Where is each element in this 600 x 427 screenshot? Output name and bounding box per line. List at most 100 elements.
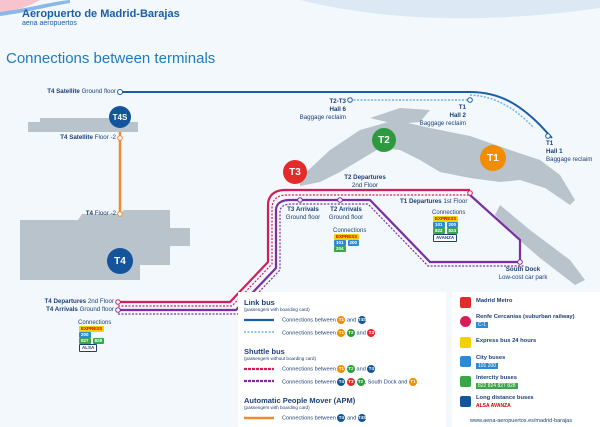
legend-long-distance: Long distance buses bbox=[476, 395, 534, 401]
t4-wing bbox=[130, 232, 190, 246]
stop-t2t3-hall bbox=[347, 97, 353, 103]
label-t1-departures: T1 Departures 1st Floor bbox=[400, 198, 468, 205]
stop-t4-floor bbox=[117, 211, 123, 217]
chip-824: 824 bbox=[446, 228, 459, 234]
brand-subtitle: aena aeropuertos bbox=[22, 20, 77, 27]
t3-badge: T3 bbox=[283, 160, 307, 184]
legend-intercity: Intercity buses bbox=[476, 375, 517, 381]
legend-metro: Madrid Metro bbox=[476, 298, 513, 304]
legend-routes: Link bus (passengers with boarding card)… bbox=[238, 292, 446, 427]
legend-link-subtitle: (passengers with boarding card) bbox=[244, 307, 310, 312]
legend-renfe: Renfe Cercanías (suburban railway) bbox=[476, 314, 575, 320]
legend-shuttle-swatches bbox=[244, 367, 274, 383]
shuttle-purple-route bbox=[118, 194, 522, 312]
label-t4s-floor: T4 Satellite Floor -2 bbox=[60, 134, 116, 141]
legend-express: Express bus 24 hours bbox=[476, 338, 537, 344]
legend-link-row1: Connections between T1 and T4S bbox=[282, 316, 367, 324]
chip-200: 200 bbox=[446, 222, 459, 228]
legend-city: City buses bbox=[476, 355, 506, 361]
express-bus-icon bbox=[460, 337, 471, 348]
chip-avanza: AVANZA bbox=[433, 234, 458, 242]
chip-204-t2: 204 bbox=[334, 246, 346, 252]
link-bus-route bbox=[120, 91, 553, 139]
south-pier bbox=[495, 205, 585, 285]
legend-shuttle-row1: Connections between T1 T2 and T4 bbox=[282, 365, 376, 373]
t2-pier bbox=[370, 108, 430, 124]
legend-link-title: Link bus bbox=[244, 298, 275, 307]
label-t4s-ground: T4 Satellite Ground floor bbox=[47, 88, 116, 95]
chip-200-t4: 200 bbox=[79, 332, 91, 338]
city-bus-icon bbox=[460, 356, 471, 367]
legend-shuttle-row2: Connections between T4 T3 T2, South Dock… bbox=[282, 378, 417, 386]
header-swoosh bbox=[300, 0, 600, 19]
label-t4-departures: T4 Departures 2nd Floor bbox=[44, 298, 114, 305]
t4s-building bbox=[28, 122, 138, 132]
t1-t2-t3-building bbox=[300, 120, 575, 205]
legend-link-swatches bbox=[244, 318, 274, 333]
chip-828-t4: 828 bbox=[92, 338, 105, 344]
stop-t4s-floor bbox=[117, 135, 123, 141]
connections-t2-label: Connections bbox=[333, 228, 367, 234]
stop-south-dock bbox=[517, 259, 523, 265]
chip-express-t4: EXPRESS bbox=[79, 326, 105, 332]
connections-t1-label: Connections bbox=[432, 210, 466, 216]
connections-t4-label: Connections bbox=[78, 320, 112, 326]
chip-alsa-t4: ALSA bbox=[79, 344, 98, 352]
stop-t4-departures bbox=[115, 299, 121, 305]
stop-t4-arrivals bbox=[115, 307, 121, 313]
t1-badge: T1 bbox=[480, 145, 506, 171]
brand-title: Aeropuerto de Madrid-Barajas bbox=[22, 8, 180, 20]
chip-express-t2: EXPRESS bbox=[334, 234, 360, 240]
legend-link-row2: Connections between T1 T2 and T3 bbox=[282, 329, 376, 337]
legend-renfe-line: C-1 bbox=[476, 322, 489, 328]
stop-t3-arrivals bbox=[297, 197, 303, 203]
chip-822: 822 bbox=[433, 228, 445, 234]
footer-url[interactable]: www.aena-aeropuertos.es/madrid-barajas bbox=[470, 418, 573, 424]
link-bus-route-secondary bbox=[469, 94, 535, 129]
metro-icon bbox=[460, 297, 471, 308]
legend-apm-row1: Connections between T4 and T4S bbox=[282, 414, 367, 422]
label-t4-floor: T4 Floor -2 bbox=[85, 210, 116, 217]
shuttle-purple-route-dashed bbox=[118, 203, 524, 315]
legend-long-distance-lines: ALSA AVANZA bbox=[476, 403, 511, 409]
long-distance-bus-icon bbox=[460, 396, 471, 407]
t4-building bbox=[20, 210, 190, 280]
t4-badge: T4 bbox=[107, 248, 133, 274]
shuttle-red-route bbox=[118, 188, 470, 304]
logo-swoosh-pink bbox=[0, 0, 40, 12]
t4s-badge: T4S bbox=[109, 106, 131, 128]
stop-t1-departures bbox=[467, 190, 473, 196]
page-title: Connections between terminals bbox=[6, 50, 216, 67]
t4s-wing bbox=[40, 118, 120, 122]
stop-t2-arrivals bbox=[337, 197, 343, 203]
t2-badge: T2 bbox=[372, 128, 396, 152]
chip-101: 101 bbox=[433, 222, 445, 228]
chip-express: EXPRESS bbox=[433, 216, 459, 222]
stop-t1-hall1 bbox=[545, 133, 551, 139]
intercity-bus-icon bbox=[460, 376, 471, 387]
chip-827-t4: 827 bbox=[79, 338, 91, 344]
legend-shuttle-title: Shuttle bus bbox=[244, 347, 285, 356]
stop-t4s-ground bbox=[117, 89, 123, 95]
legend-shuttle-subtitle: (passengers without boarding card) bbox=[244, 356, 317, 361]
legend-apm-title: Automatic People Mover (APM) bbox=[244, 396, 356, 405]
chip-200-t2: 200 bbox=[347, 240, 360, 246]
logo-swoosh-blue bbox=[0, 0, 70, 16]
legend-transport: Madrid Metro Renfe Cercanías (suburban r… bbox=[452, 292, 600, 427]
legend-apm-swatch bbox=[244, 416, 274, 420]
shuttle-red-route-dashed bbox=[118, 194, 470, 307]
legend-intercity-lines: 822 824 827 828 bbox=[476, 383, 518, 389]
legend-apm-subtitle: (passengers with boarding card) bbox=[244, 405, 310, 410]
chip-101-t2: 101 bbox=[334, 240, 346, 246]
